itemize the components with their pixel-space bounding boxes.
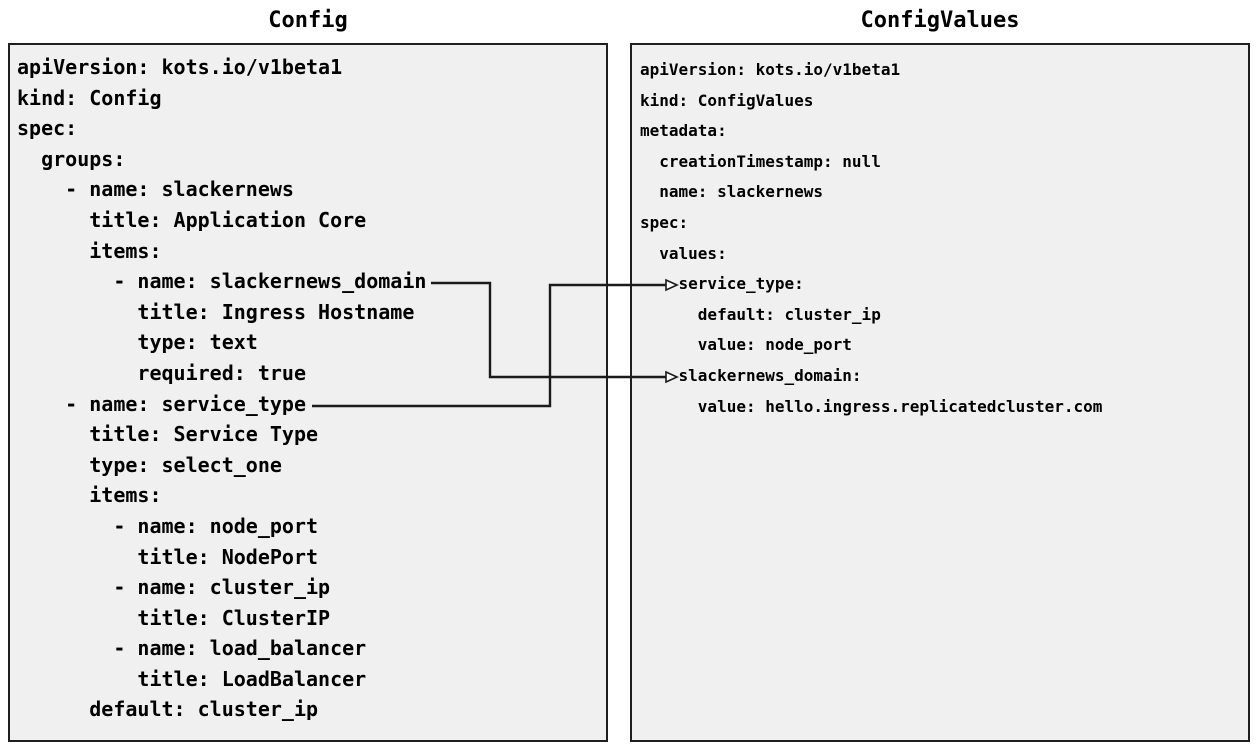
configvalues-panel-title: ConfigValues: [860, 8, 1020, 33]
config-yaml-code: apiVersion: kots.io/v1beta1 kind: Config…: [17, 55, 427, 722]
configvalues-panel: [630, 43, 1250, 742]
configvalues-yaml-code: apiVersion: kots.io/v1beta1 kind: Config…: [640, 60, 1103, 416]
config-panel-title: Config: [268, 8, 348, 33]
